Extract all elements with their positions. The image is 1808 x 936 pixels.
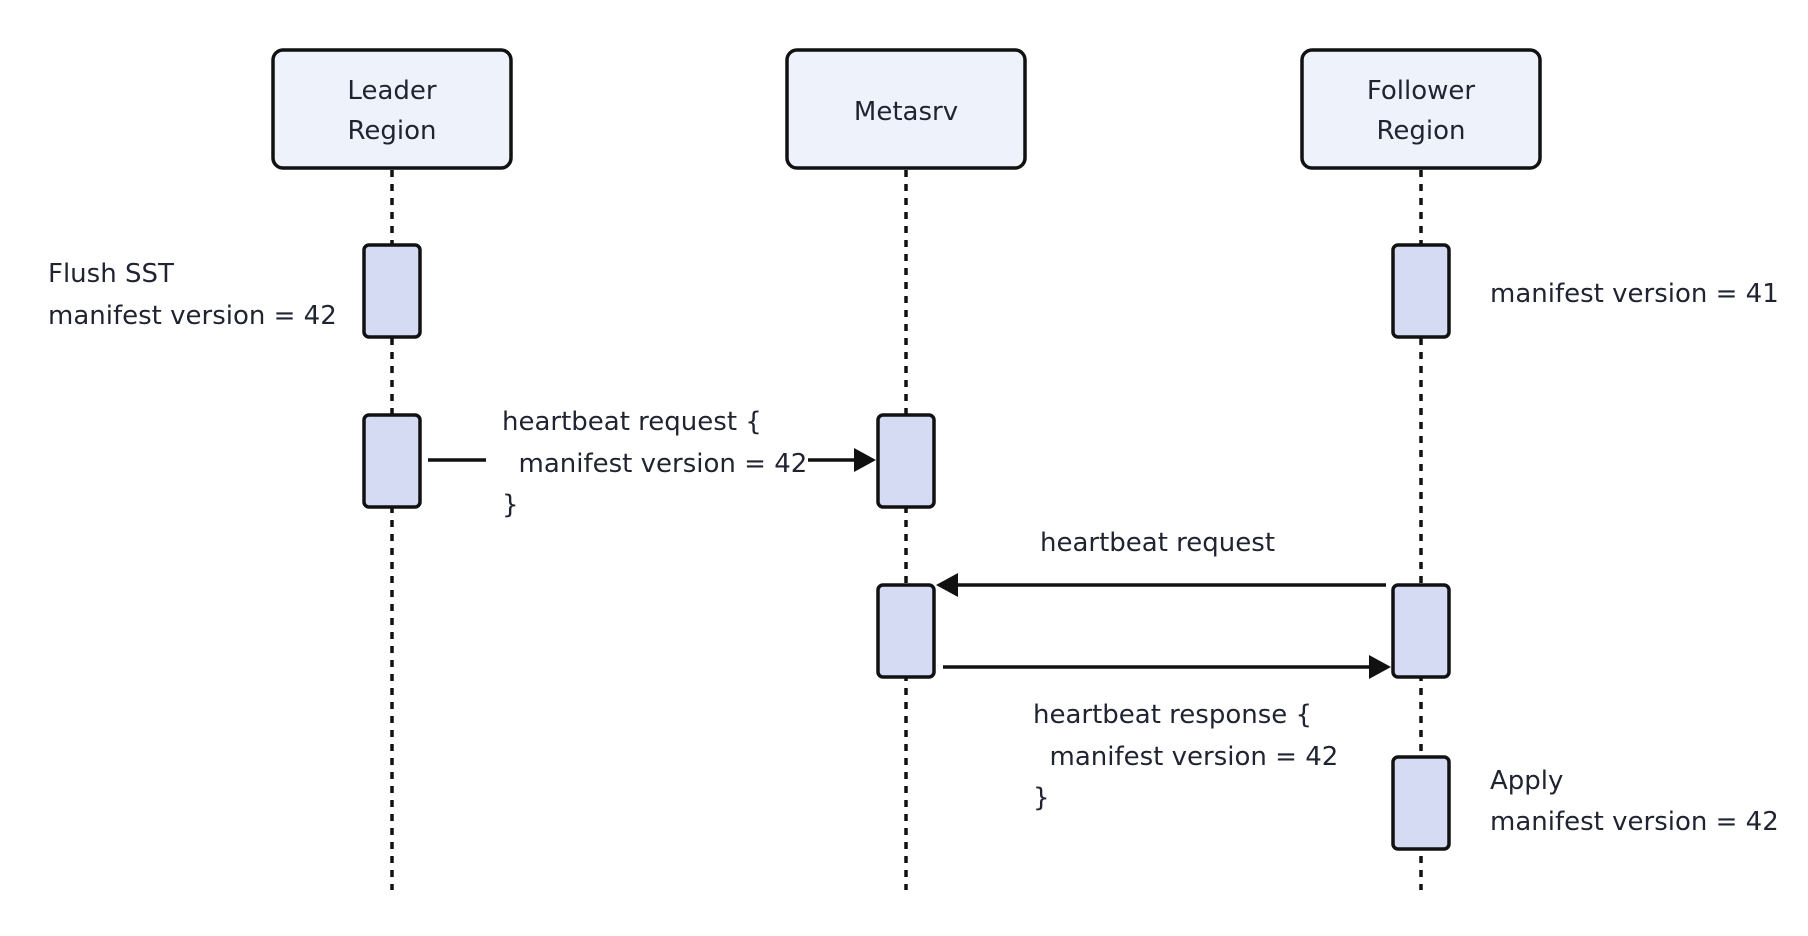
arrow-head-right — [1369, 655, 1391, 679]
activation-follower-apply — [1391, 755, 1451, 851]
arrow-metasrv-to-follower — [943, 655, 1391, 679]
activation-leader-heartbeat — [362, 413, 422, 509]
activation-follower-heartbeat — [1391, 583, 1451, 679]
participant-box-leader — [271, 48, 513, 170]
note-leader-flush-line2: manifest version = 42 — [48, 301, 337, 331]
note-follower-initial: manifest version = 41 — [1490, 279, 1779, 309]
activation-metasrv-receive — [876, 413, 936, 509]
note-follower-apply: Apply manifest version = 42 — [1490, 766, 1779, 837]
message-metasrv-response-line1: heartbeat response { — [1033, 700, 1312, 730]
participant-label-metasrv: Metasrv — [854, 97, 958, 127]
participant-leader: Leader Region — [271, 48, 513, 170]
activation-follower-initial — [1391, 243, 1451, 339]
participant-label-follower-line1: Follower — [1367, 76, 1476, 106]
note-follower-apply-line1: Apply — [1490, 766, 1563, 796]
message-metasrv-response-line3: } — [1033, 783, 1050, 813]
participant-label-leader-line2: Region — [347, 116, 436, 146]
arrow-head-left — [936, 573, 958, 597]
message-follower-heartbeat: heartbeat request — [1040, 528, 1275, 558]
message-leader-heartbeat-line3: } — [502, 490, 519, 520]
arrow-head-right — [854, 448, 876, 472]
activation-metasrv-respond — [876, 583, 936, 679]
participant-box-follower — [1300, 48, 1542, 170]
message-metasrv-response: heartbeat response { manifest version = … — [1033, 700, 1338, 813]
message-follower-heartbeat-line1: heartbeat request — [1040, 528, 1275, 558]
note-follower-apply-line2: manifest version = 42 — [1490, 807, 1779, 837]
message-leader-heartbeat-line1: heartbeat request { — [502, 407, 762, 437]
note-leader-flush: Flush SST manifest version = 42 — [48, 259, 337, 331]
note-follower-initial-line1: manifest version = 41 — [1490, 279, 1779, 309]
message-metasrv-response-line2: manifest version = 42 — [1033, 742, 1338, 772]
participant-box-metasrv — [785, 48, 1027, 170]
participant-label-leader-line1: Leader — [347, 76, 436, 106]
arrow-follower-to-metasrv — [936, 573, 1386, 597]
message-leader-heartbeat-line2: manifest version = 42 — [502, 449, 807, 479]
participant-follower: Follower Region — [1300, 48, 1542, 170]
participant-metasrv: Metasrv — [785, 48, 1027, 170]
participant-label-follower-line2: Region — [1376, 116, 1465, 146]
note-leader-flush-line1: Flush SST — [48, 259, 174, 289]
message-leader-heartbeat: heartbeat request { manifest version = 4… — [502, 407, 807, 520]
arrow-leader-to-metasrv — [428, 448, 876, 472]
activation-leader-flush — [362, 243, 422, 339]
